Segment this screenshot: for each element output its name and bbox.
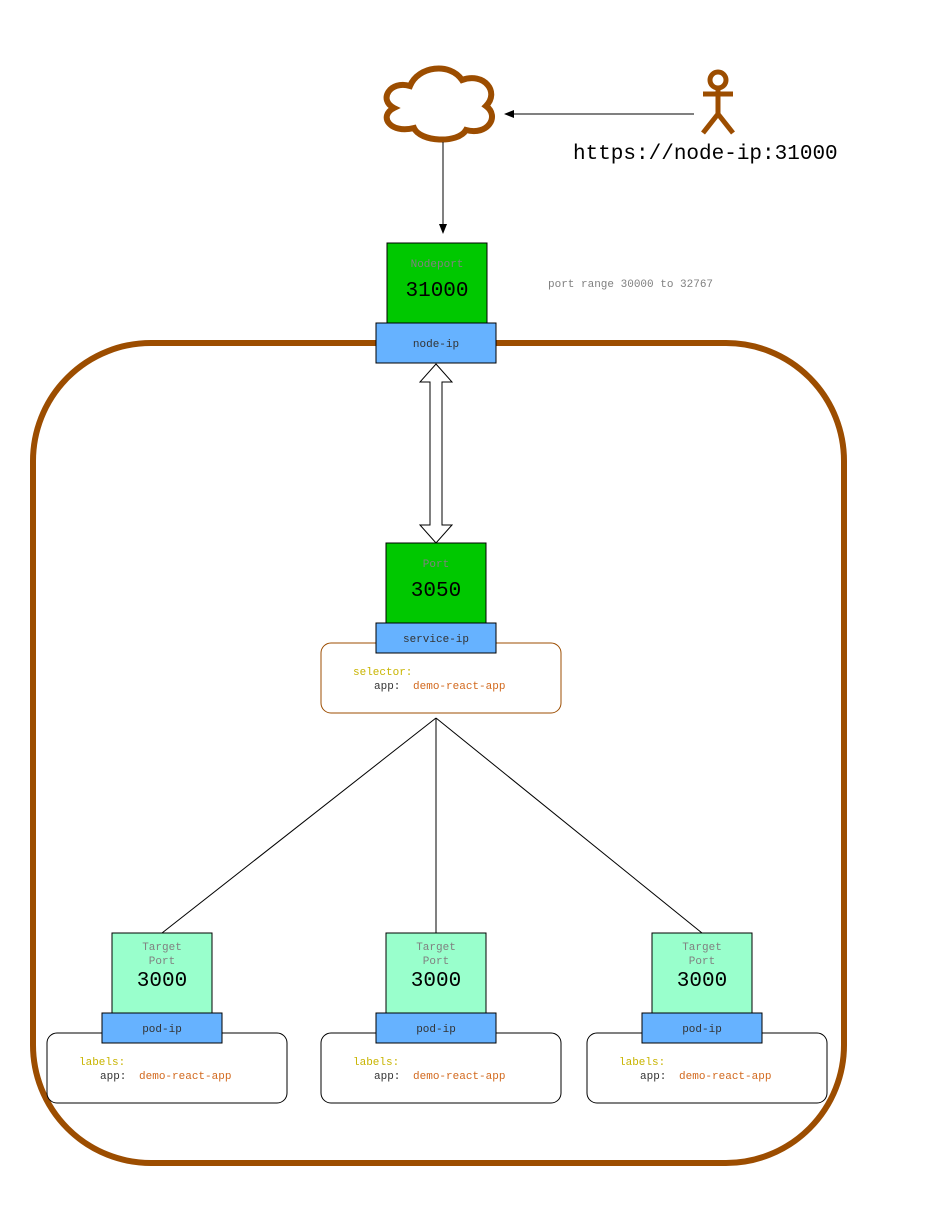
pod-2-title-2: Port (423, 956, 449, 968)
pod-2-value: 3000 (411, 970, 461, 993)
selector-app-value: demo-react-app (413, 681, 505, 693)
pod-1-app-line: app: demo-react-app (100, 1071, 231, 1083)
pod-2-title-1: Target (416, 942, 456, 954)
selector-app-key: app: (374, 681, 400, 693)
service-ip-label: service-ip (403, 634, 469, 646)
connector-left (161, 717, 437, 934)
pod-3-app-value: demo-react-app (679, 1071, 771, 1083)
pod-1-value: 3000 (137, 970, 187, 993)
user-url: https://node-ip:31000 (573, 143, 838, 166)
pod-2-app-line: app: demo-react-app (374, 1071, 505, 1083)
pod-3: labels: app: demo-react-app Target Port … (586, 932, 828, 1104)
pod-2-labels-key: labels: (353, 1057, 399, 1069)
service-port-box: Port 3050 (385, 542, 487, 626)
pod-3-title-2: Port (689, 956, 715, 968)
pod-2-app-value: demo-react-app (413, 1071, 505, 1083)
selector-box: selector: app: demo-react-app (320, 642, 562, 714)
pod-1-ip-label: pod-ip (142, 1024, 182, 1036)
pod-1-title-2: Port (149, 956, 175, 968)
service-port-title: Port (423, 559, 449, 571)
bidirectional-arrow (418, 363, 454, 544)
nodeport-value: 31000 (405, 280, 468, 303)
pod-3-target-port-box (651, 932, 753, 1016)
service-port-value: 3050 (411, 580, 461, 603)
pod-3-title-1: Target (682, 942, 722, 954)
node-ip-box: node-ip (375, 322, 497, 364)
pod-3-app-line: app: demo-react-app (640, 1071, 771, 1083)
port-range-note: port range 30000 to 32767 (548, 279, 713, 291)
pod-2-app-key: app: (374, 1071, 400, 1083)
user-icon (701, 69, 735, 135)
pod-1-app-value: demo-react-app (139, 1071, 231, 1083)
node-ip-label: node-ip (413, 339, 459, 351)
pod-1-title-1: Target (142, 942, 182, 954)
nodeport-title: Nodeport (411, 259, 464, 271)
pod-3-labels-key: labels: (619, 1057, 665, 1069)
selector-key: selector: (353, 667, 412, 679)
pod-2-ip-label: pod-ip (416, 1024, 456, 1036)
pod-2-ip-box (375, 1012, 497, 1044)
service-ip-box: service-ip (375, 622, 497, 654)
pod-3-value: 3000 (677, 970, 727, 993)
nodeport-box: Nodeport 31000 (386, 242, 488, 326)
pod-2: labels: app: demo-react-app Target Port … (320, 932, 562, 1104)
pod-1-app-key: app: (100, 1071, 126, 1083)
pod-1-labels-key: labels: (79, 1057, 125, 1069)
pod-1: labels: app: demo-react-app Target Port … (46, 932, 288, 1104)
pod-3-app-key: app: (640, 1071, 666, 1083)
pod-1-ip-box (101, 1012, 223, 1044)
selector-app-line: app: demo-react-app (374, 681, 505, 693)
pod-3-ip-label: pod-ip (682, 1024, 722, 1036)
pod-3-ip-box (641, 1012, 763, 1044)
cloud-icon (383, 65, 495, 143)
connector-right (435, 717, 703, 934)
